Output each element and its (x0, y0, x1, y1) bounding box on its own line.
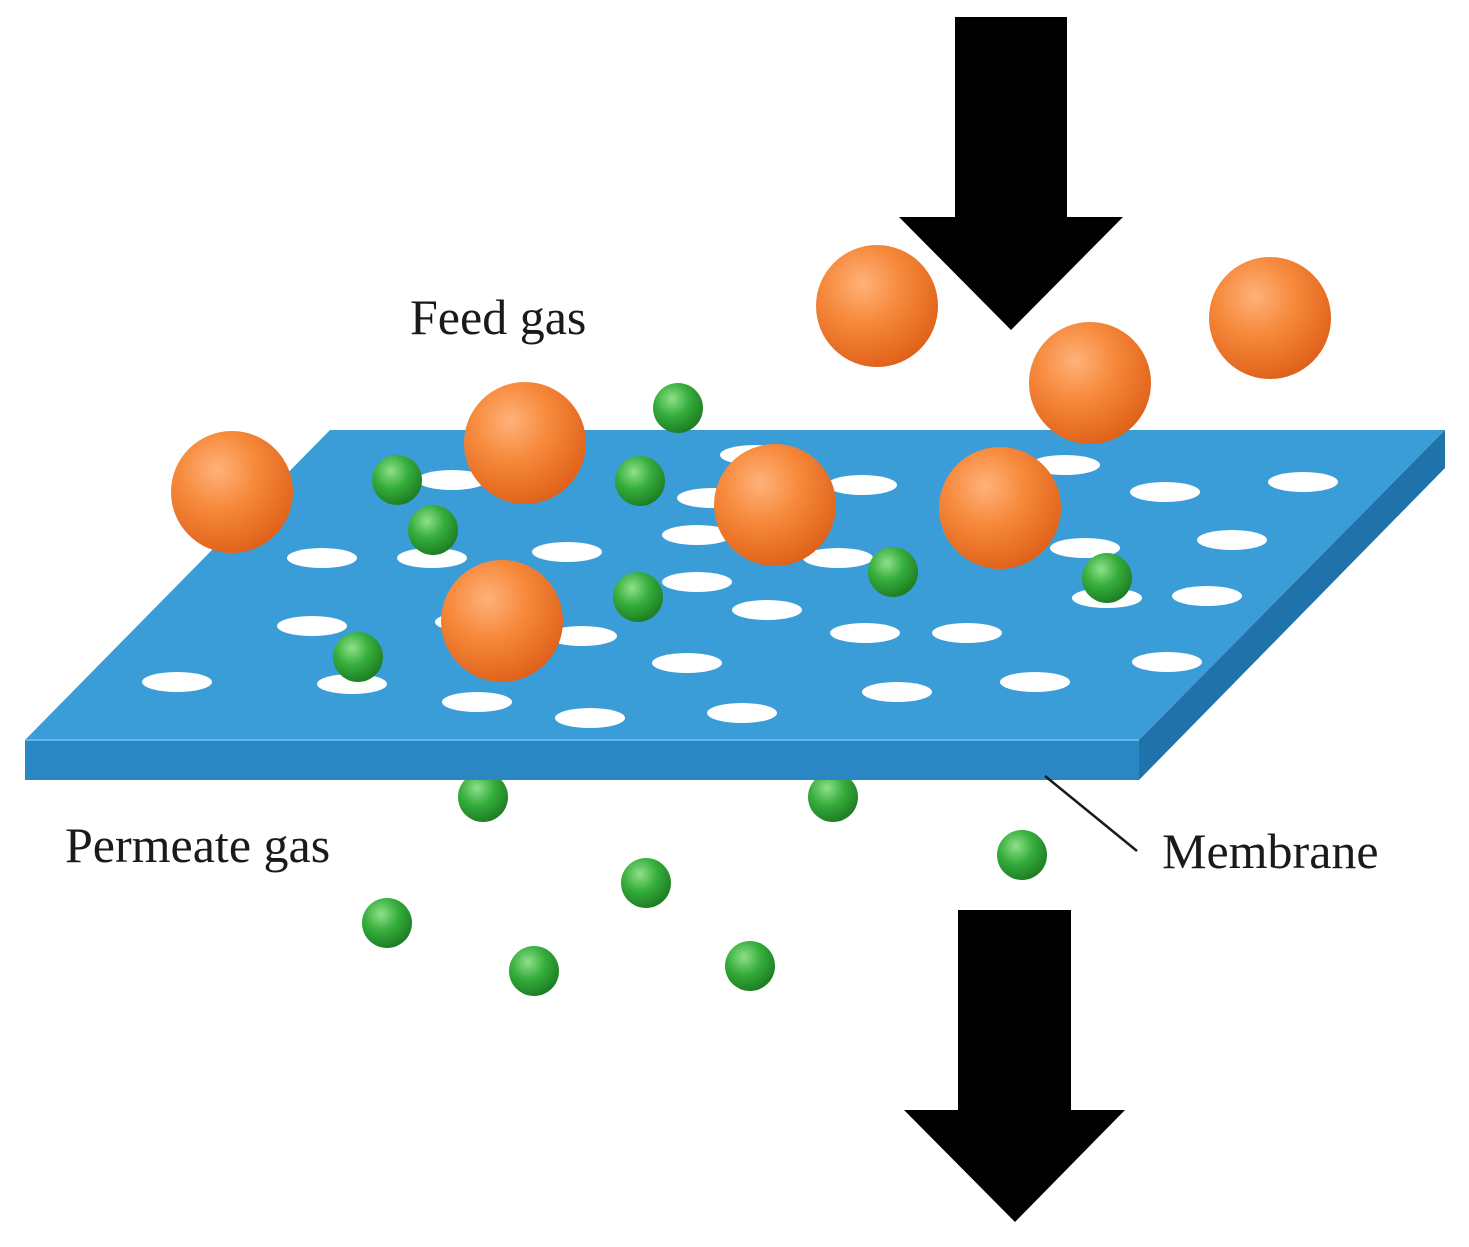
small-molecule (615, 456, 665, 506)
pore (1000, 672, 1070, 692)
pore (662, 572, 732, 592)
pore (1050, 538, 1120, 558)
pore (397, 548, 467, 568)
pore (1132, 652, 1202, 672)
membrane-front-face (25, 740, 1139, 780)
pore (707, 703, 777, 723)
membrane-label: Membrane (1162, 823, 1379, 879)
small-molecule (458, 772, 508, 822)
feed-small-molecules (333, 383, 1132, 682)
small-molecule (653, 383, 703, 433)
pore (1197, 530, 1267, 550)
pore (442, 692, 512, 712)
large-molecule (464, 382, 586, 504)
pore (417, 470, 487, 490)
permeate-arrow (904, 910, 1125, 1222)
pore (803, 548, 873, 568)
large-molecule (1209, 257, 1331, 379)
pore (287, 548, 357, 568)
pore (1172, 586, 1242, 606)
feed-arrow (899, 17, 1123, 330)
permeate-molecules (362, 772, 1047, 996)
small-molecule (333, 632, 383, 682)
pore (277, 616, 347, 636)
feed-large-molecules (171, 245, 1331, 682)
pore (532, 542, 602, 562)
membrane-side-face (1139, 430, 1445, 780)
pore (1268, 472, 1338, 492)
pore (142, 672, 212, 692)
small-molecule (808, 772, 858, 822)
large-molecule (939, 447, 1061, 569)
pore (830, 623, 900, 643)
pore (732, 600, 802, 620)
small-molecule (613, 572, 663, 622)
large-molecule (1029, 322, 1151, 444)
membrane-leader-line (1044, 775, 1138, 852)
pore (862, 682, 932, 702)
small-molecule (362, 898, 412, 948)
pore (555, 708, 625, 728)
pore (932, 623, 1002, 643)
pore (652, 653, 722, 673)
large-molecule (171, 431, 293, 553)
small-molecule (997, 830, 1047, 880)
small-molecule (372, 455, 422, 505)
small-molecule (621, 858, 671, 908)
small-molecule (868, 547, 918, 597)
large-molecule (441, 560, 563, 682)
large-molecule (816, 245, 938, 367)
pore (662, 525, 732, 545)
pore (1130, 482, 1200, 502)
small-molecule (1082, 553, 1132, 603)
pore (827, 475, 897, 495)
permeate-gas-label: Permeate gas (65, 817, 330, 873)
small-molecule (725, 941, 775, 991)
large-molecule (714, 444, 836, 566)
pore (547, 626, 617, 646)
small-molecule (509, 946, 559, 996)
feed-gas-label: Feed gas (410, 289, 586, 345)
small-molecule (408, 505, 458, 555)
